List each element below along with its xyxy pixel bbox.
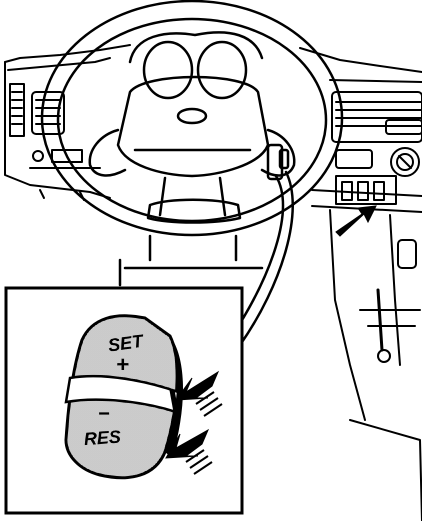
- minus-label: −: [98, 403, 110, 425]
- callout-box: SET + − RES: [6, 288, 242, 513]
- res-label: RES: [83, 427, 121, 450]
- steering-wheel: [42, 1, 342, 285]
- console-switch-arrow: [336, 206, 376, 236]
- plus-label: +: [116, 352, 129, 377]
